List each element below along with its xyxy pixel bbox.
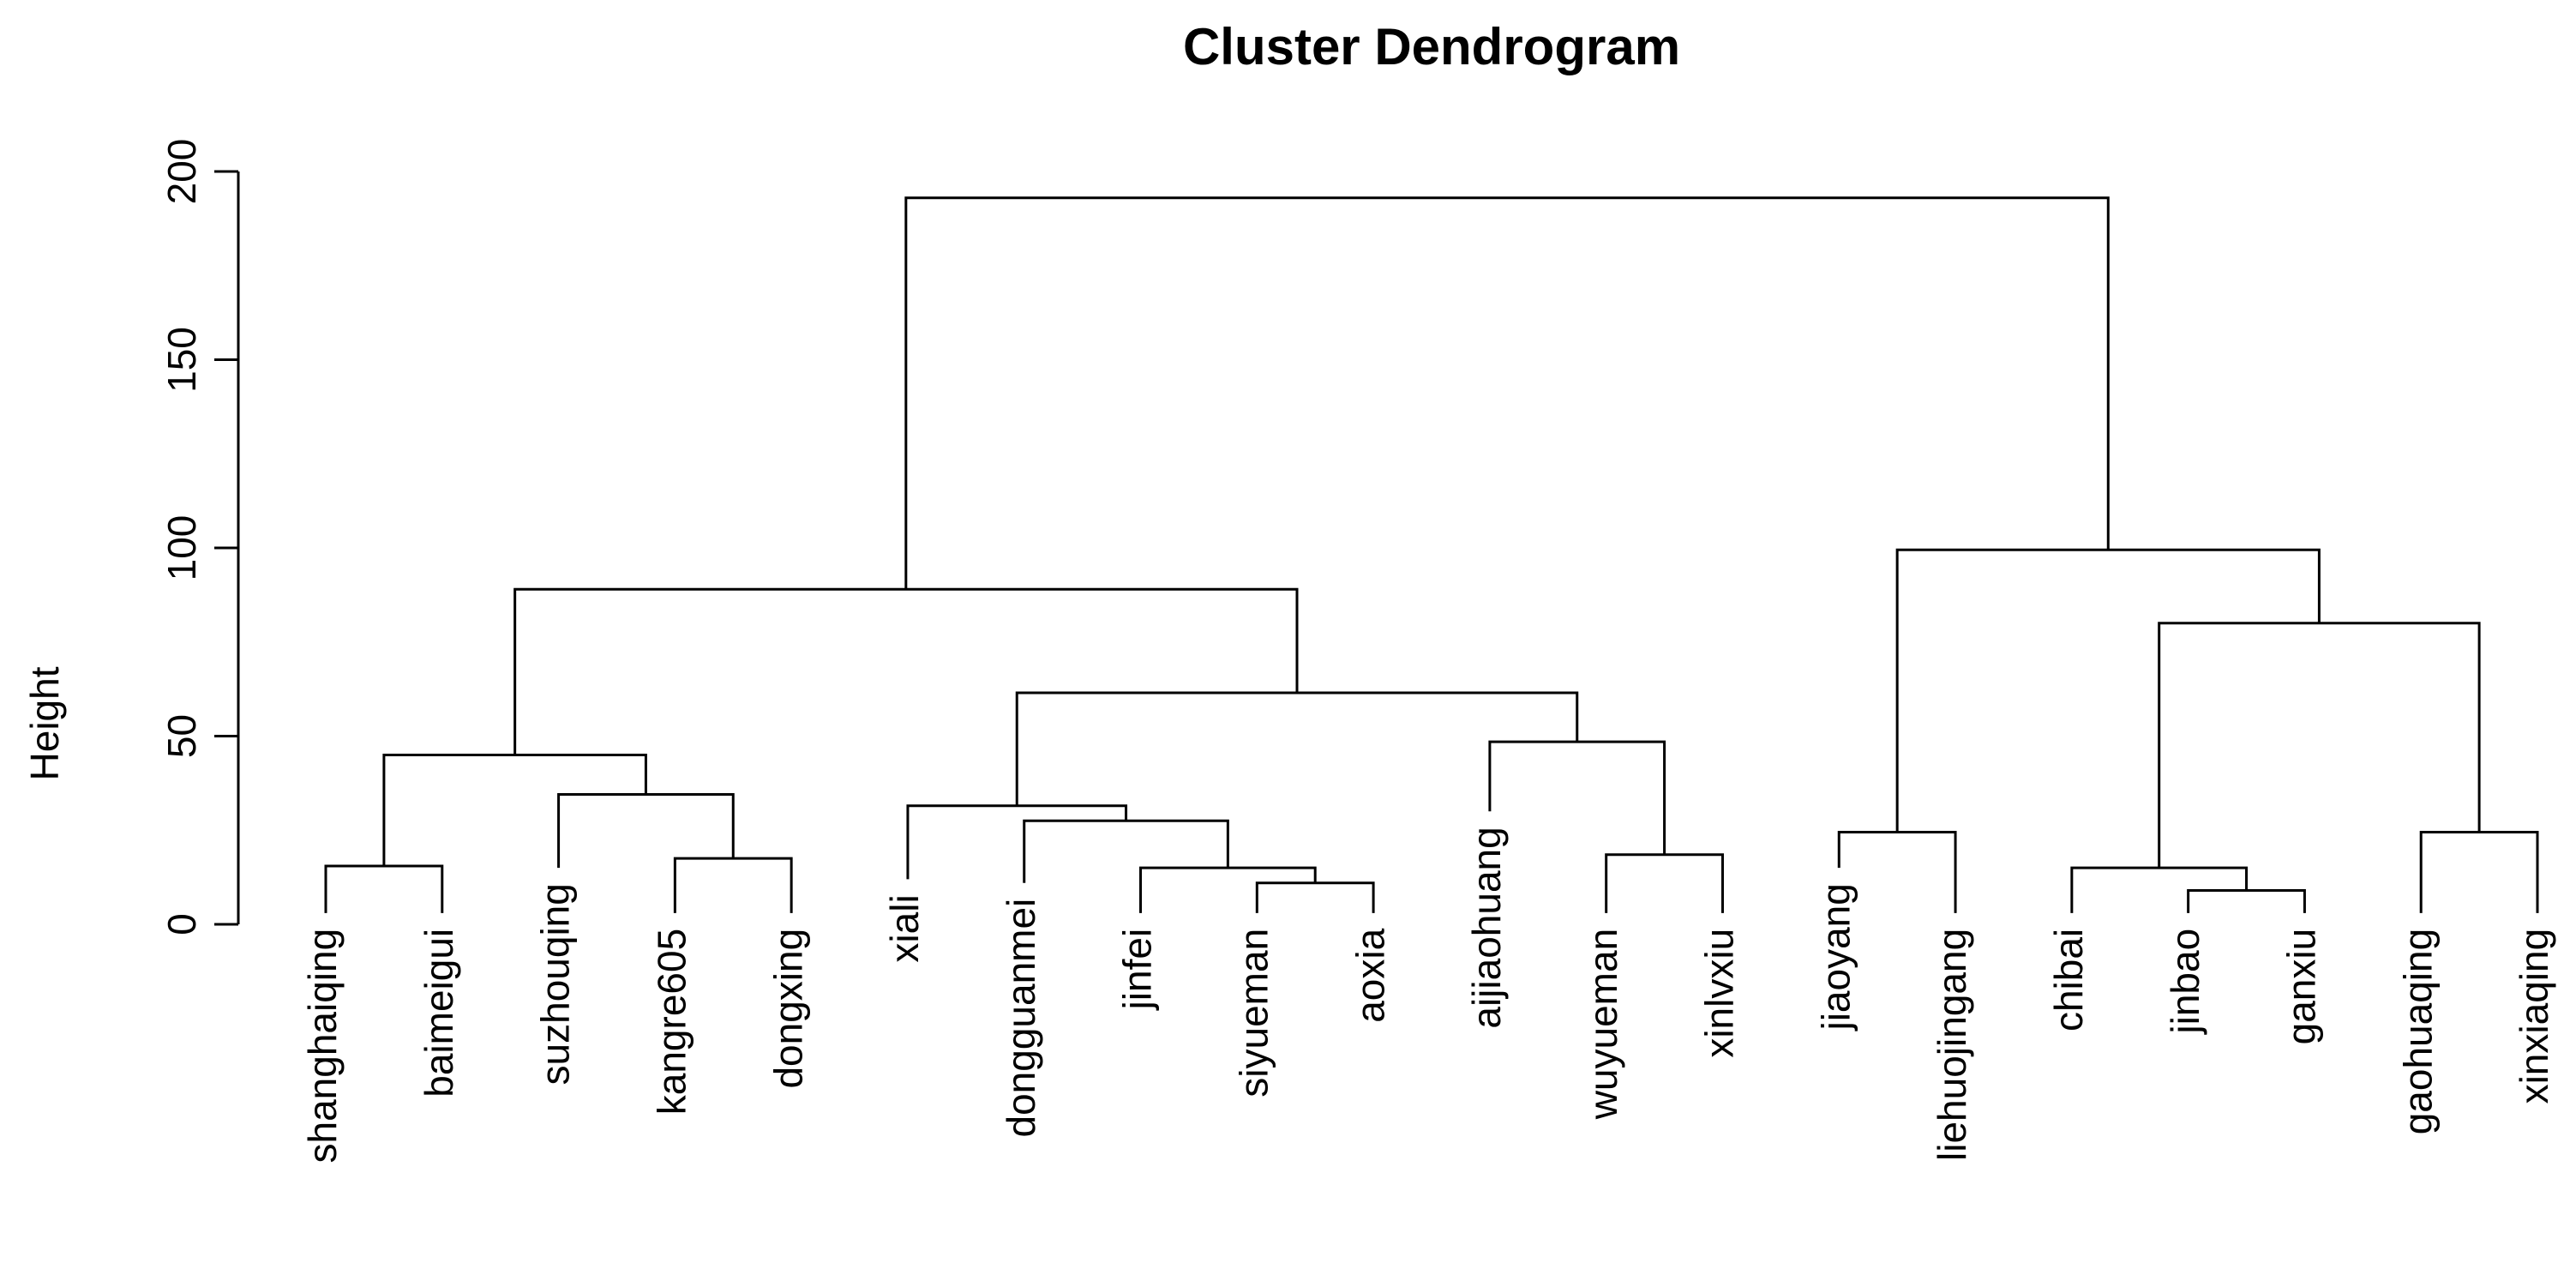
dendrogram-link-c11: [1015, 691, 1579, 806]
leaf-labels: shanghaiqing baimeigui suzhouqing kangre605…: [300, 827, 2556, 1163]
y-axis: 0 50 100 150 200: [159, 139, 240, 935]
dendrogram-branches: [324, 196, 2539, 913]
leaf-label: dongxing: [766, 929, 810, 1089]
leaf-label: jiaoyang: [1813, 883, 1858, 1031]
y-tick-label: 100: [159, 515, 204, 581]
leaf-label: kangre605: [650, 929, 694, 1115]
leaf-label: baimeigui: [417, 929, 461, 1098]
dendrogram-link-c19: [904, 196, 2110, 590]
leaf-label: dongguanmei: [999, 899, 1043, 1138]
y-tick-label: 0: [159, 913, 204, 935]
leaf-label: xiali: [882, 894, 927, 962]
dendrogram-link-c1: [324, 864, 444, 913]
y-tick-label: 150: [159, 327, 204, 393]
y-axis-title: Height: [22, 666, 67, 780]
dendrogram-link-c7: [1023, 819, 1229, 883]
leaf-label: ganxiu: [2279, 929, 2324, 1045]
leaf-label: jinfei: [1115, 929, 1160, 1012]
dendrogram-link-c8: [906, 804, 1128, 880]
dendrogram-link-c5: [1255, 881, 1375, 913]
dendrogram-link-c12: [513, 587, 1299, 755]
dendrogram-link-c3: [557, 793, 735, 869]
dendrogram-link-c4: [382, 753, 647, 866]
dendrogram-link-c14: [2187, 888, 2306, 913]
dendrogram-link-c16: [2419, 830, 2539, 913]
y-tick-label: 200: [159, 139, 204, 205]
leaf-label: jinbao: [2163, 929, 2207, 1036]
leaf-label: liehuojingang: [1930, 929, 1974, 1161]
leaf-label: aoxia: [1348, 928, 1392, 1022]
dendrogram-link-c9: [1605, 853, 1724, 913]
leaf-label: gaohuaqing: [2395, 929, 2440, 1134]
leaf-label: xinxiaqing: [2512, 929, 2556, 1104]
leaf-label: aijiaohuang: [1464, 827, 1509, 1028]
leaf-label: suzhouqing: [533, 883, 578, 1085]
chart-title: Cluster Dendrogram: [1183, 18, 1680, 75]
leaf-label: xinlvxiu: [1697, 929, 1742, 1058]
y-tick-label: 50: [159, 714, 204, 758]
leaf-label: shanghaiqing: [300, 929, 345, 1164]
dendrogram-link-c10: [1488, 740, 1666, 855]
leaf-label: wuyueman: [1581, 929, 1625, 1120]
dendrogram-link-c2: [673, 857, 793, 913]
dendrogram-link-c6: [1139, 866, 1317, 913]
leaf-label: chibai: [2046, 929, 2091, 1031]
dendrogram-link-c18: [1895, 548, 2321, 833]
leaf-label: siyueman: [1231, 929, 1276, 1098]
